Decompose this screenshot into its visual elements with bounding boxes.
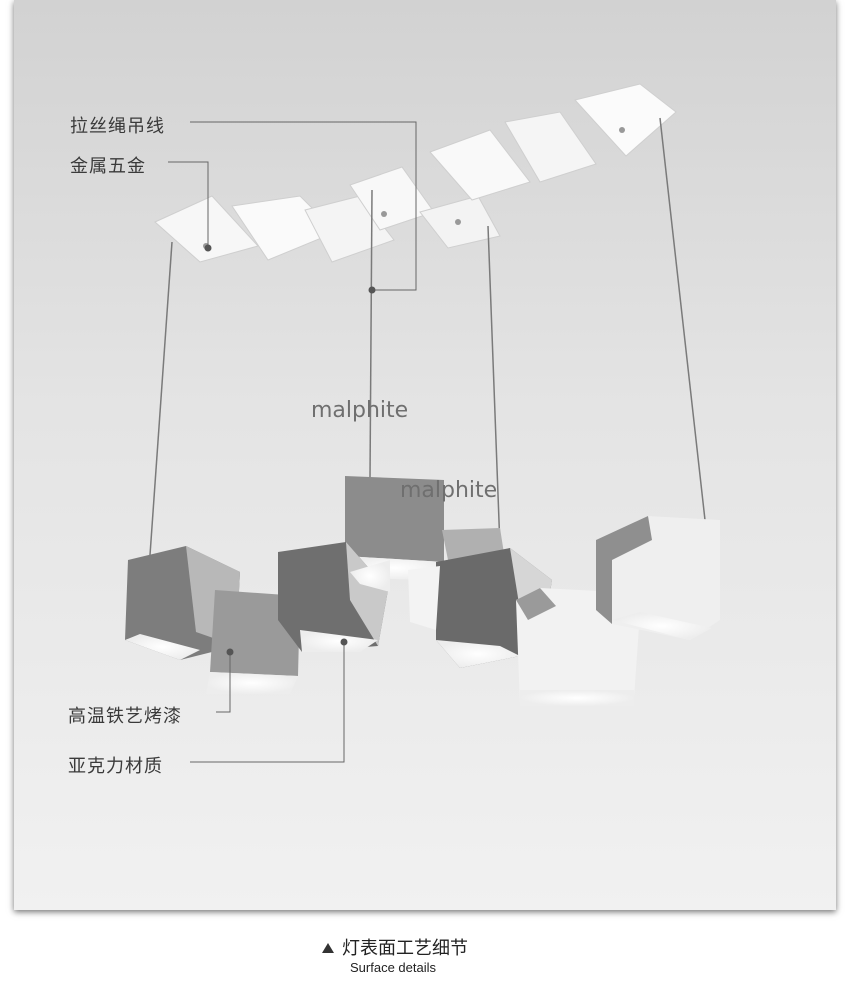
pendant-lamp-illustration bbox=[14, 0, 836, 910]
caption-subtitle: Surface details bbox=[350, 960, 436, 975]
label-hardware: 金属五金 bbox=[70, 156, 146, 177]
ceiling-canopy bbox=[154, 83, 677, 263]
watermark-text: malphite bbox=[311, 398, 409, 423]
product-photo: 拉丝绳吊线 金属五金 高温铁艺烤漆 亚克力材质 malphite malphit… bbox=[14, 0, 836, 910]
callout-dot-wire bbox=[368, 286, 376, 294]
label-acrylic: 亚克力材质 bbox=[68, 756, 163, 777]
suspension-wires bbox=[149, 117, 706, 556]
callout-lines bbox=[168, 121, 417, 763]
watermark-text: malphite bbox=[400, 478, 498, 503]
callout-dot-hardware bbox=[204, 244, 212, 252]
lamp-cubes bbox=[125, 476, 720, 706]
label-paint: 高温铁艺烤漆 bbox=[68, 706, 182, 727]
label-wire: 拉丝绳吊线 bbox=[70, 116, 165, 137]
callout-dot-acrylic bbox=[340, 638, 348, 646]
callout-dot-paint bbox=[226, 648, 234, 656]
caption-title: 灯表面工艺细节 bbox=[322, 934, 468, 960]
triangle-up-icon bbox=[322, 943, 334, 953]
caption-title-text: 灯表面工艺细节 bbox=[342, 938, 468, 959]
